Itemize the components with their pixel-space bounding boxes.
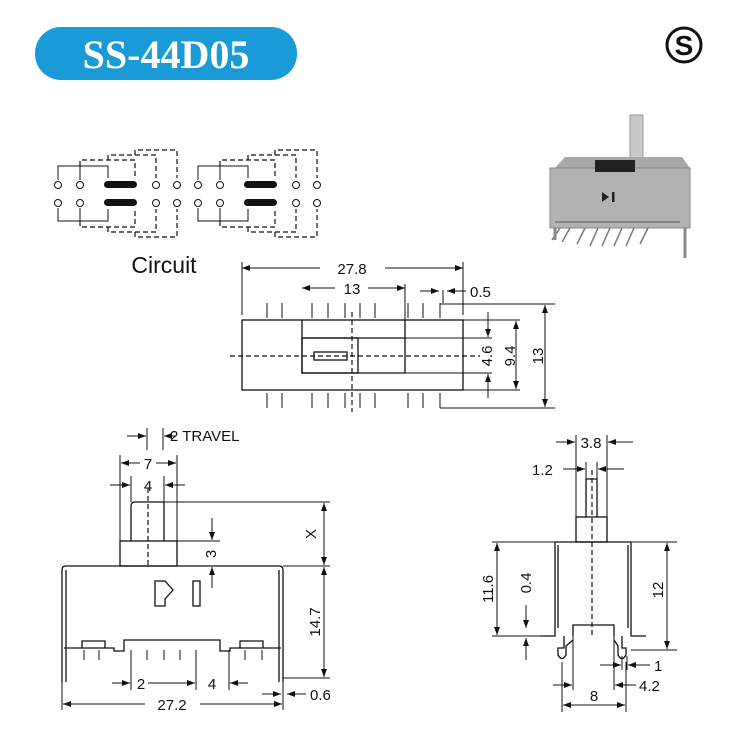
- dim-13-top: 13: [344, 281, 361, 298]
- brand-logo: S: [665, 26, 703, 64]
- dim-travel: 2 TRAVEL: [170, 428, 239, 445]
- product-photo: [549, 114, 691, 258]
- dim-2: 2: [137, 676, 145, 693]
- dim-0-4: 0.4: [518, 573, 535, 594]
- circuit-diagram: Circuit: [54, 149, 322, 278]
- side-view-drawing: 2 TRAVEL 7 4 X 3 14.7 2 4 0.6 27.2: [61, 428, 331, 714]
- dim-12: 12: [650, 582, 667, 599]
- dim-x: X: [303, 529, 320, 539]
- dim-13-side: 13: [530, 348, 547, 365]
- model-title: SS-44D05: [83, 32, 250, 77]
- svg-text:S: S: [675, 30, 694, 61]
- dim-3-8: 3.8: [581, 435, 602, 452]
- dim-1-2: 1.2: [532, 462, 553, 479]
- dim-4-top: 4: [144, 478, 152, 495]
- dim-1: 1: [654, 658, 662, 675]
- top-view-drawing: 27.8 13 0.5 4.6 9.4 13: [230, 261, 555, 412]
- dim-9-4: 9.4: [502, 346, 519, 367]
- model-title-badge: SS-44D05: [35, 27, 297, 80]
- dim-14-7: 14.7: [307, 607, 324, 636]
- front-view-drawing: 3.8 1.2 11.6 0.4 12 1 4.2 8: [480, 435, 677, 712]
- dim-0-6: 0.6: [310, 687, 331, 704]
- dim-11-6: 11.6: [480, 575, 497, 603]
- dim-7: 7: [144, 456, 152, 473]
- dim-4-2: 4.2: [639, 678, 660, 695]
- circuit-label: Circuit: [131, 252, 197, 278]
- dim-27-8: 27.8: [337, 261, 366, 278]
- dim-27-2: 27.2: [157, 697, 186, 714]
- dim-8: 8: [590, 688, 598, 705]
- dim-4-6: 4.6: [479, 346, 496, 367]
- dim-0-5: 0.5: [470, 284, 491, 301]
- dim-3: 3: [203, 550, 220, 558]
- dim-4-bottom: 4: [208, 676, 216, 693]
